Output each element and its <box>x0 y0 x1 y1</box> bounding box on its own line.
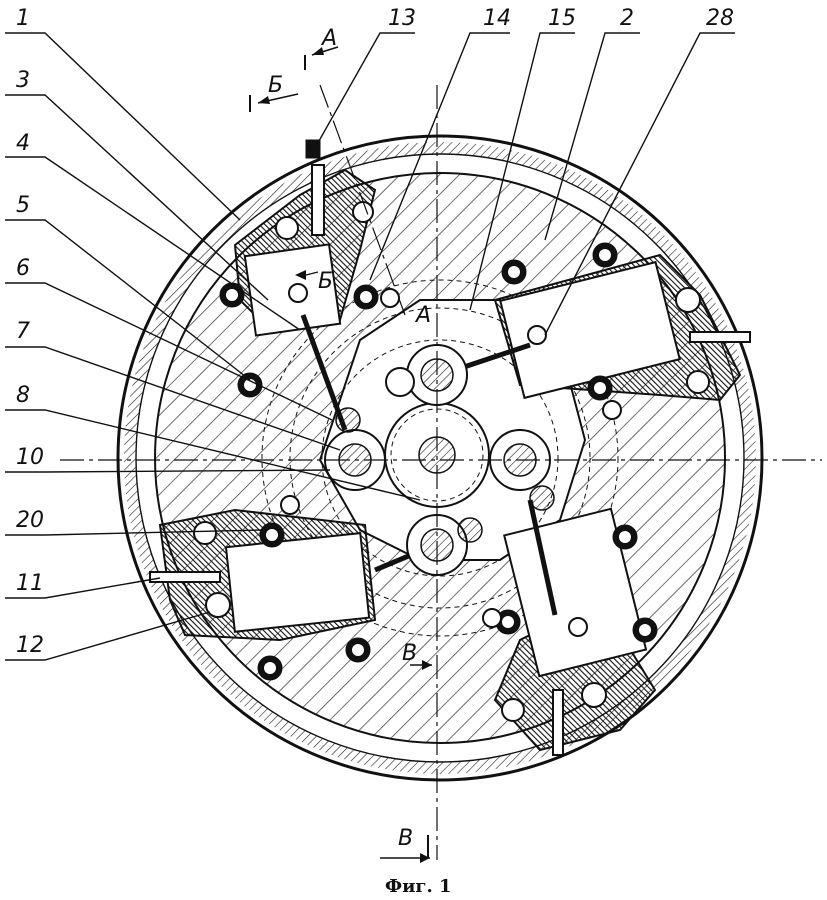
section-letters: А Б Б А В В <box>268 26 431 851</box>
label-3: 3 <box>16 68 30 93</box>
perimeter-rollers <box>219 242 658 681</box>
label-11: 11 <box>16 571 44 596</box>
left-slide-assembly <box>149 508 377 642</box>
top-left-slide-assembly <box>233 139 377 337</box>
label-14: 14 <box>483 6 511 31</box>
section-a-top: А <box>320 26 337 51</box>
label-7: 7 <box>16 319 30 344</box>
section-v-bottom: В <box>398 826 413 851</box>
label-8: 8 <box>16 383 30 408</box>
label-2: 2 <box>620 6 634 31</box>
section-b-top: Б <box>268 73 283 98</box>
section-a-inner: А <box>414 303 431 328</box>
centerlines <box>60 84 822 860</box>
part-labels: 1 3 4 5 6 7 8 10 20 11 12 13 14 15 2 28 <box>16 6 734 658</box>
label-4: 4 <box>16 131 30 156</box>
label-28: 28 <box>706 6 734 31</box>
label-13: 13 <box>388 6 416 31</box>
leader-lines <box>5 32 735 661</box>
label-15: 15 <box>548 6 576 31</box>
section-b-inner: Б <box>318 269 333 294</box>
label-1: 1 <box>16 6 30 31</box>
outer-casing <box>116 134 764 782</box>
label-12: 12 <box>16 633 44 658</box>
section-v-inner: В <box>402 641 417 666</box>
figure-caption: Фиг. 1 <box>385 876 452 897</box>
label-20: 20 <box>16 508 44 533</box>
label-10: 10 <box>16 445 44 470</box>
section-markers <box>249 46 432 863</box>
label-6: 6 <box>16 256 30 281</box>
label-5: 5 <box>16 193 30 218</box>
